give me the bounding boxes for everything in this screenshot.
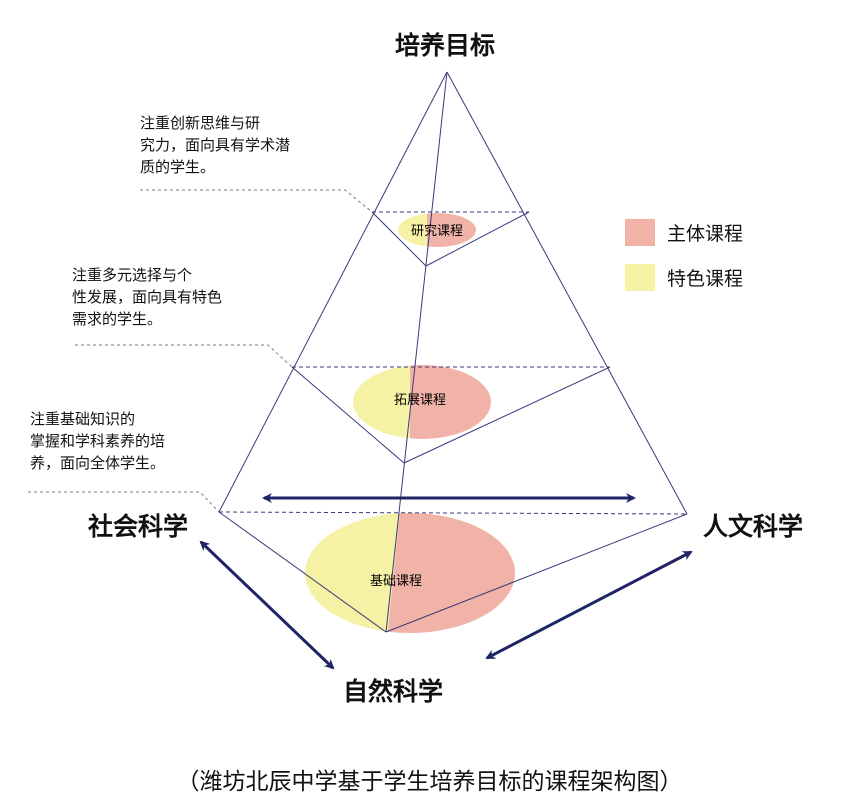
research-course-label: 研究课程 — [411, 224, 463, 239]
double-arrows — [199, 493, 693, 670]
extension-description: 注重多元选择与个 性发展，面向具有特色 需求的学生。 — [72, 266, 223, 328]
research-course-ellipse — [398, 213, 476, 247]
leader-lines — [28, 189, 373, 513]
right-label: 人文科学 — [703, 512, 804, 541]
legend-featured-swatch — [625, 264, 655, 291]
legend-featured-label: 特色课程 — [667, 268, 744, 290]
figure-caption: （潍坊北辰中学基于学生培养目标的课程架构图） — [176, 769, 683, 795]
research-description: 注重创新思维与研 究力，面向具有学术潜 质的学生。 — [140, 114, 291, 176]
left-label: 社会科学 — [88, 512, 189, 541]
pyramid-back-dashes — [218, 211, 688, 515]
foundation-course-ellipse — [305, 513, 515, 633]
extension-course-label: 拓展课程 — [394, 393, 446, 408]
legend-main-swatch — [625, 219, 655, 246]
legend-main: 主体课程 — [625, 219, 743, 246]
legend-main-label: 主体课程 — [667, 223, 744, 245]
left-double-arrow — [199, 540, 335, 670]
foundation-course-label: 基础课程 — [370, 574, 422, 589]
bottom-label: 自然科学 — [343, 677, 444, 706]
right-double-arrow — [485, 550, 693, 660]
top-label: 培养目标 — [395, 31, 496, 60]
legend-featured: 特色课程 — [625, 264, 743, 291]
foundation-description: 注重基础知识的 掌握和学科素养的培 养，面向全体学生。 — [30, 410, 166, 472]
extension-course-ellipse — [353, 365, 491, 439]
